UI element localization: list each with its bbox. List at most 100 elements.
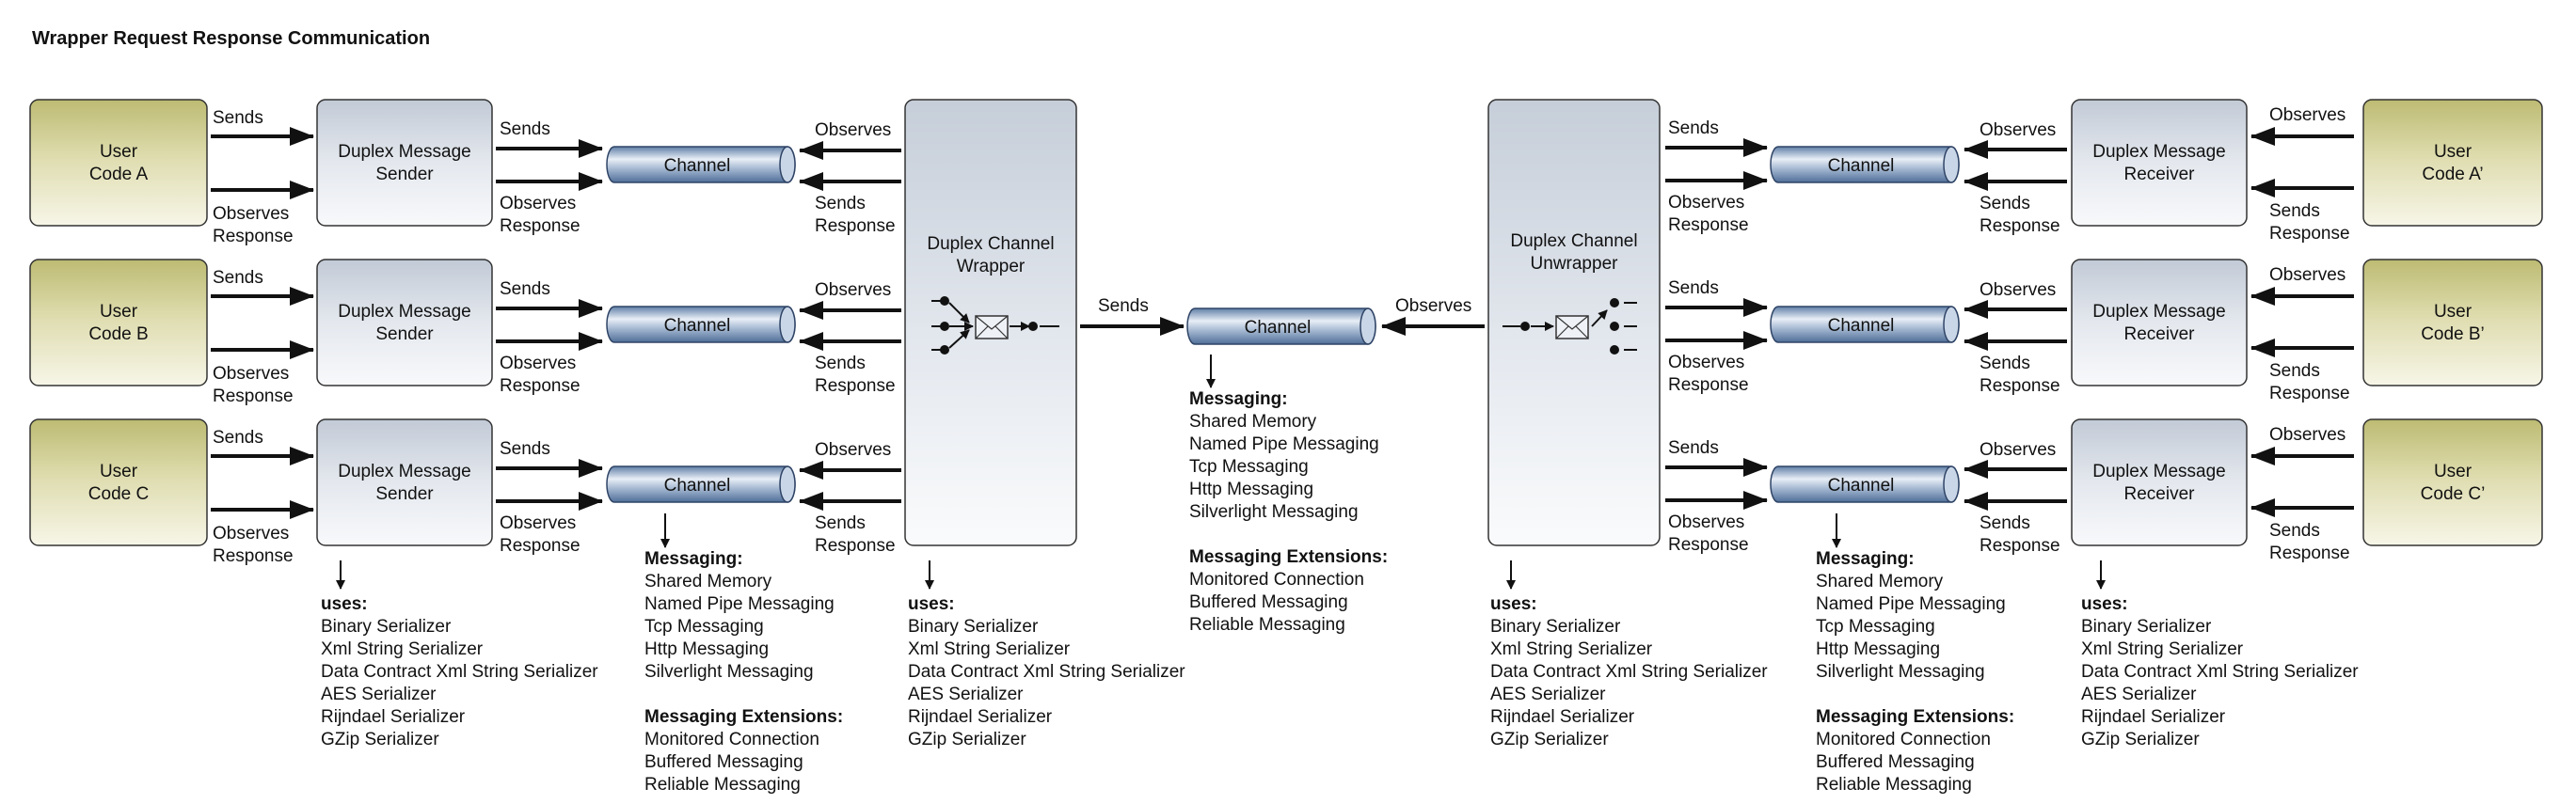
messaging-list-item: Http Messaging [1189,480,1313,499]
user-code-c-label: User [100,462,138,481]
observes-response-label: Response [213,546,294,566]
sends-response-label: Response [2269,224,2350,244]
observes-response-label: Response [1668,535,1749,555]
observes-response-label: Observes [500,513,576,533]
observes-label: Observes [2269,105,2345,125]
uses-list-item: Xml String Serializer [321,639,484,659]
observes-response-label: Observes [1668,193,1744,213]
channel-right-2: Channel [1770,306,1960,343]
messaging-list-item: Named Pipe Messaging [1816,594,2006,614]
user-code-c-prime-shape [2362,418,2543,546]
uses-list-item: Data Contract Xml String Serializer [1490,662,1768,682]
user-code-b-label: Code B [88,324,148,344]
sends-label: Sends [1668,118,1719,138]
uses-list-item: Xml String Serializer [2081,639,2244,659]
observes-response-label: Observes [500,354,576,373]
uses-list-item: Binary Serializer [1490,617,1621,637]
messaging-list-item: Silverlight Messaging [1816,662,1985,682]
observes-label: Observes [1980,440,2056,460]
observes-response-label: Response [500,376,580,396]
extensions-list-heading: Messaging Extensions: [1816,707,2014,727]
duplex-message-receiver-label: Receiver [2124,165,2196,184]
duplex-message-sender-shape [316,99,493,227]
duplex-message-sender-label: Duplex Message [338,302,471,322]
uses-list-item: Data Contract Xml String Serializer [321,662,598,682]
uses-list-item: Binary Serializer [321,617,452,637]
uses-list-heading: uses: [2081,594,2128,614]
duplex-message-sender-label: Sender [375,324,434,344]
duplex-channel-unwrapper-label: Unwrapper [1531,254,1619,274]
sends-response-label: Sends [815,194,866,213]
uses-list-item: AES Serializer [321,685,437,704]
user-code-a-prime-label: Code A’ [2422,165,2483,184]
channel-middle: Channel [1186,307,1376,345]
observes-label: Observes [815,440,891,460]
uses-list-item: GZip Serializer [908,730,1026,749]
duplex-message-receiver-label: Duplex Message [2092,142,2226,162]
user-code-b-prime-label: Code B’ [2421,324,2485,344]
user-code-a-label: Code A [89,165,149,184]
duplex-message-receiver-label: Duplex Message [2092,462,2226,481]
observes-response-label: Observes [213,524,289,544]
multiplex-icon [931,296,1059,355]
sends-label: Sends [500,119,550,139]
sends-response-label: Sends [815,513,866,533]
sends-response-label: Response [1980,536,2060,556]
channel-right-2-label: Channel [1828,316,1895,336]
sends-label: Sends [500,279,550,299]
observes-response-label: Response [500,216,580,236]
sends-response-label: Sends [2269,201,2320,221]
messaging-list-item: Shared Memory [1189,412,1317,432]
observes-label: Observes [2269,265,2345,285]
sends-label: Sends [213,428,263,448]
user-code-a-prime-shape [2362,99,2543,227]
observes-label: Observes [815,120,891,140]
observes-response-label: Response [213,227,294,246]
messaging-list-heading: Messaging: [1816,549,1915,569]
user-code-a-prime-label: User [2434,142,2473,162]
observes-label: Observes [1395,296,1471,316]
channel-left-1-label: Channel [664,156,731,176]
duplex-channel-wrapper-label: Wrapper [957,257,1026,276]
observes-response-label: Response [500,536,580,556]
duplex-message-sender-label: Duplex Message [338,142,471,162]
messaging-list-heading: Messaging: [1189,389,1288,409]
observes-label: Observes [1980,280,2056,300]
observes-response-label: Observes [213,204,289,224]
duplex-message-receiver-shape [2071,99,2248,227]
sends-response-label: Sends [815,354,866,373]
duplex-message-sender-label: Sender [375,484,434,504]
extensions-list-item: Monitored Connection [1189,570,1364,590]
duplex-message-receiver-shape [2071,259,2248,386]
user-code-b-prime-label: User [2434,302,2473,322]
uses-list-item: GZip Serializer [1490,730,1609,749]
duplex-channel-unwrapper-label: Duplex Channel [1510,231,1637,251]
extensions-list-item: Monitored Connection [1816,730,1991,749]
observes-label: Observes [2269,425,2345,445]
observes-response-label: Observes [500,194,576,213]
demultiplex-icon [1503,298,1637,355]
sends-label: Sends [1098,296,1149,316]
messaging-list-item: Http Messaging [644,639,769,659]
channel-right-1: Channel [1770,146,1960,183]
sends-response-label: Sends [2269,521,2320,541]
sends-label: Sends [1668,278,1719,298]
messaging-list-item: Tcp Messaging [644,617,764,637]
messaging-list-item: Tcp Messaging [1816,617,1935,637]
channel-right-3: Channel [1770,465,1960,503]
uses-list-heading: uses: [321,594,368,614]
extensions-list-item: Reliable Messaging [644,775,801,795]
extensions-list-item: Buffered Messaging [644,752,803,772]
uses-list-item: Binary Serializer [908,617,1039,637]
channel-right-3-end [1943,465,1960,503]
uses-list-item: Rijndael Serializer [2081,707,2226,727]
sends-response-label: Sends [1980,194,2030,213]
sends-response-label: Sends [1980,354,2030,373]
